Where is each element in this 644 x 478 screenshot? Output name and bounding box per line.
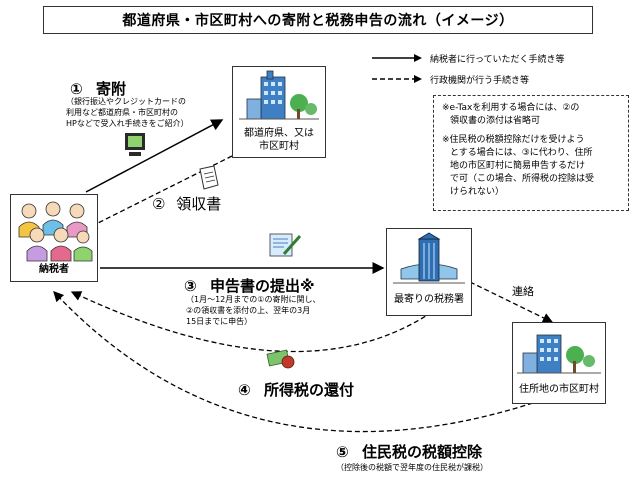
legend-solid-arrowhead [414,54,422,62]
building-icon [239,70,319,120]
arrow-income-tax-refund [70,291,433,353]
legend-dashed-label: 行政機関が行う手続き等 [430,76,530,86]
step4-number: ④ [238,381,251,399]
note-line: ※住民税の税額控除だけを受けよう [442,135,585,145]
note-line: 地の市区町村に簡易申告するだけ [450,161,586,171]
note-line: けられない） [450,187,505,197]
step3-note-line: ②の領収書を添付の上、翌年の3月 [186,306,311,315]
money-icon [266,349,295,369]
step5-number: ⑤ [336,443,349,461]
arrow-resident-tax-credit [53,291,549,433]
step2-label: 領収書 [176,195,222,213]
note-line: ※e-Taxを利用する場合には、②の [442,103,580,113]
residence-city-label: 住所地の市区町村 [519,384,599,395]
legend-dashed-arrowhead [414,75,422,83]
step1-number: ① [70,80,83,98]
step1-note-line: （銀行振込やクレジットカードの [66,97,186,106]
step3-heading: ③ 申告書の提出※ [184,275,315,296]
step1-note: （銀行振込やクレジットカードの 利用など都道府県・市区町村の HPなどで受入れ手… [66,96,189,129]
tax-office-building-icon [393,232,465,284]
taxpayer-box: 納税者 [10,194,98,282]
municipality-label-1: 都道府県、又は [244,128,314,139]
step2-heading: ② 領収書 [152,193,221,214]
step3-note: （1月～12月までの①の寄附に関し、 ②の領収書を添付の上、翌年の3月 15日ま… [186,294,320,327]
tax-office-label: 最寄りの税務署 [394,294,464,305]
step3-note-line: 15日までに申告） [186,317,253,326]
municipality-label-2: 市区町村 [259,141,299,152]
receipt-icon [199,165,219,190]
note-line: とする場合には、③に代わり、住所 [450,148,593,158]
legend-lines [372,54,422,83]
step5-label: 住民税の税額控除 [361,443,482,461]
city-hall-icon [517,334,601,374]
note-box: ※e-Taxを利用する場合には、②の 領収書の添付は省略可 ※住民税の税額控除だ… [433,95,629,211]
computer-icon [125,133,145,156]
diagram-title: 都道府県・市区町村への寄附と税務申告の流れ（イメージ） [43,6,593,34]
step1-label: 寄附 [95,80,126,98]
note-line: で可（この場合、所得税の控除は受 [450,174,595,184]
residence-city-box: 住所地の市区町村 [512,322,606,404]
step1-note-line: 利用など都道府県・市区町村の [66,108,178,117]
taxpayer-label: 納税者 [39,264,69,275]
arrow-donation [85,119,224,193]
municipality-box: 都道府県、又は 市区町村 [232,66,326,158]
document-pen-icon [269,233,302,257]
step3-number: ③ [184,277,197,295]
note-line: 領収書の添付は省略可 [450,116,541,126]
step1-note-line: HPなどで受入れ手続きをご紹介） [66,119,189,128]
step3-note-line: （1月～12月までの①の寄附に関し、 [186,295,321,304]
step4-heading: ④ 所得税の還付 [238,379,354,400]
step1-heading: ① 寄附 [70,78,126,99]
contact-label: 連絡 [512,285,534,298]
legend-solid-label: 納税者に行っていただく手続き等 [430,55,565,65]
tax-office-box: 最寄りの税務署 [386,228,472,316]
legend: 納税者に行っていただく手続き等 行政機関が行う手続き等 [370,50,640,90]
step5-note: （控除後の税額で翌年度の住民税が課税） [336,463,488,472]
arrow-contact [469,281,554,323]
step2-number: ② [152,195,166,213]
people-icon [18,201,93,262]
step3-label: 申告書の提出※ [209,277,315,295]
step5-heading: ⑤ 住民税の税額控除 [336,441,482,462]
step4-label: 所得税の還付 [263,381,354,399]
